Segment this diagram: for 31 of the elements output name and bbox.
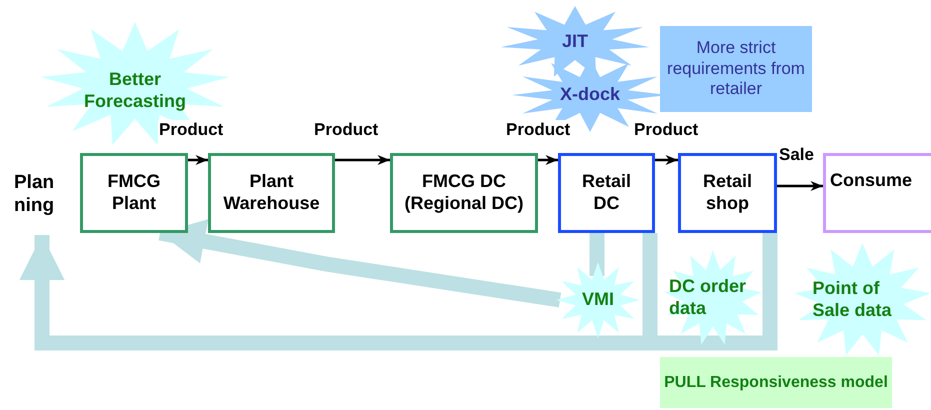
box-label: Consume [830, 170, 912, 192]
box-label: Plant Warehouse [222, 171, 321, 215]
edge-label: Product [158, 120, 224, 140]
flow-arrow [158, 219, 562, 308]
box-label: PULL Responsiveness model [664, 372, 888, 392]
arrow [188, 155, 208, 165]
process-box [823, 153, 931, 233]
box-label: Retail shop [702, 171, 754, 215]
note-box [660, 357, 892, 408]
box-label: FMCG Plant [106, 171, 162, 215]
note-box [660, 26, 812, 112]
process-box [208, 153, 335, 233]
arrow [538, 155, 558, 165]
node-label: Plan ning [14, 172, 56, 218]
callout-text: VMI [582, 289, 614, 311]
arrow [655, 155, 678, 165]
callout-text: Better Forecasting [82, 68, 188, 112]
box-label: FMCG DC (Regional DC) [404, 171, 524, 215]
callout-text: X-dock [560, 84, 620, 106]
process-box [80, 153, 188, 233]
process-box [390, 153, 538, 233]
arrow [335, 155, 390, 165]
box-label: Retail DC [580, 171, 632, 215]
callout-text: DC order data [669, 276, 748, 320]
callout-text: Point of Sale data [812, 278, 893, 322]
arrow [777, 181, 823, 191]
box-label: More strict requirements from retailer [666, 38, 806, 100]
flow-arrow [20, 233, 778, 350]
callout-text: JIT [562, 31, 588, 53]
process-box [678, 153, 777, 233]
process-box [558, 153, 655, 233]
